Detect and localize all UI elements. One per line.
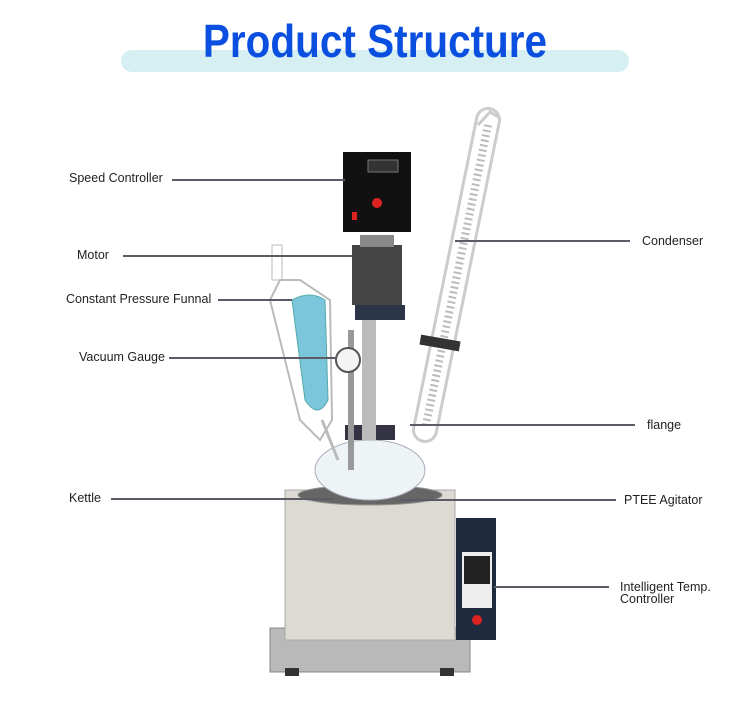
leader-condenser <box>455 240 630 242</box>
leader-agitator <box>400 499 616 501</box>
label-motor: Motor <box>77 248 109 262</box>
leader-speed-controller <box>172 179 345 181</box>
heating-bath <box>284 489 456 641</box>
condenser <box>412 107 501 443</box>
leader-temp-controller <box>494 586 609 588</box>
vacuum-gauge <box>335 347 361 373</box>
label-condenser: Condenser <box>642 234 704 248</box>
kettle-glass <box>314 439 426 501</box>
leader-kettle <box>111 498 333 500</box>
label-speed-controller: Speed Controller <box>69 171 163 185</box>
leader-funnel <box>218 299 292 301</box>
page-title: Product Structure <box>202 15 548 67</box>
label-agitator: PTEE Agitator <box>624 493 703 507</box>
label-temp-controller-line2: Controller <box>620 592 675 606</box>
label-flange: flange <box>647 418 682 432</box>
label-kettle: Kettle <box>69 491 101 505</box>
leader-flange <box>410 424 635 426</box>
constant-pressure-funnel <box>268 244 340 461</box>
label-temp-controller-line1: Intelligent Temp. <box>620 580 711 594</box>
title-underline-bar <box>121 50 629 72</box>
label-vacuum-gauge: Vacuum Gauge <box>79 350 165 364</box>
label-funnel: Constant Pressure Funnal <box>66 292 212 306</box>
leader-vacuum-gauge <box>169 357 337 359</box>
motor <box>352 245 402 305</box>
leader-motor <box>123 255 352 257</box>
